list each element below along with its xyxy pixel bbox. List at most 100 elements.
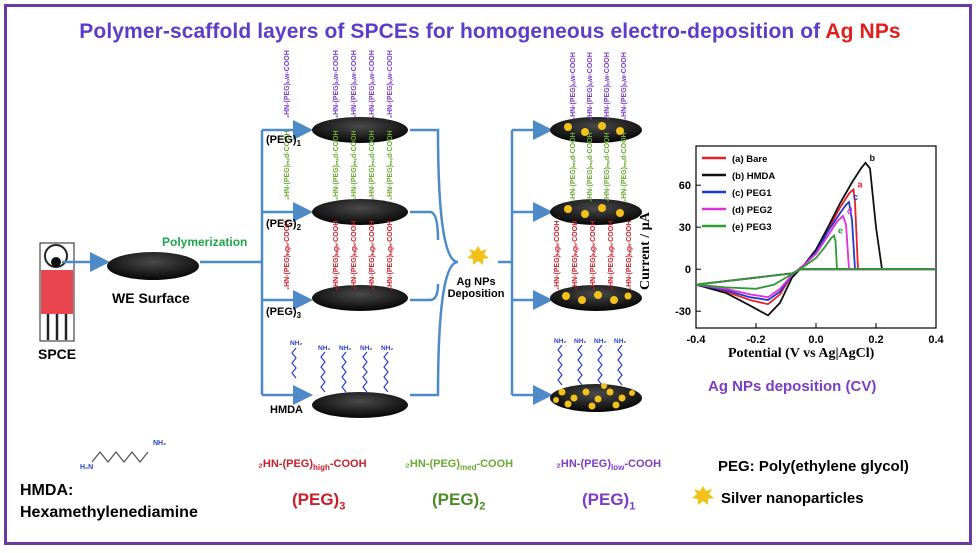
- peg-high-name: (PEG)3: [292, 490, 346, 513]
- spce-label: SPCE: [38, 346, 77, 362]
- peg-low-name: (PEG)1: [582, 490, 636, 513]
- hmda-formula-right: NH₂: [153, 440, 167, 447]
- svg-text:NH₂: NH₂: [614, 338, 626, 345]
- svg-text:₂HN-(PEG)ₕᵢgₕ-COOH: ₂HN-(PEG)ₕᵢgₕ-COOH: [387, 221, 394, 290]
- cv-ylabel: Current / µA: [638, 212, 653, 290]
- disk-peg2: [312, 199, 408, 225]
- svg-text:₂HN-(PEG)ₗₒw-COOH: ₂HN-(PEG)ₗₒw-COOH: [604, 52, 611, 120]
- cv-xlabel: Potential (V vs Ag|AgCl): [728, 346, 875, 361]
- cv-ytick-label: 0: [685, 264, 691, 276]
- peg-med-formula: ₂HN-(PEG)med-COOH: [405, 458, 514, 473]
- svg-text:₂HN-(PEG)ₗₒw-COOH: ₂HN-(PEG)ₗₒw-COOH: [333, 50, 340, 118]
- cv-series-e: [695, 233, 936, 290]
- svg-text:₂HN-(PEG)ₕᵢgₕ-COOH: ₂HN-(PEG)ₕᵢgₕ-COOH: [626, 221, 633, 290]
- svg-text:NH₂: NH₂: [381, 345, 393, 352]
- peg3-label: (PEG)3: [266, 306, 302, 321]
- cv-legend-label: (a) Bare: [732, 154, 767, 165]
- peg1-chains: ₂HN-(PEG)ₗₒw-COOH ₂HN-(PEG)ₗₒw-COOH ₂HN-…: [284, 50, 394, 118]
- svg-text:₂HN-(PEG)ₗₒw-COOH: ₂HN-(PEG)ₗₒw-COOH: [369, 50, 376, 118]
- cv-xtick-label: 0.4: [928, 334, 944, 346]
- title-highlight: Ag NPs: [825, 20, 901, 43]
- cv-series-tag: e: [838, 226, 843, 236]
- ag-np-deposition-icon: [467, 246, 489, 265]
- svg-text:₂HN-(PEG)ₕᵢgₕ-COOH: ₂HN-(PEG)ₕᵢgₕ-COOH: [351, 221, 358, 290]
- svg-text:₂HN-(PEG)ₘₑd-COOH: ₂HN-(PEG)ₘₑd-COOH: [604, 132, 611, 202]
- svg-text:₂HN-(PEG)ₗₒw-COOH: ₂HN-(PEG)ₗₒw-COOH: [284, 50, 291, 118]
- right-peg2-chains: ₂HN-(PEG)ₘₑd-COOH ₂HN-(PEG)ₘₑd-COOH ₂HN-…: [570, 132, 628, 202]
- svg-text:₂HN-(PEG)ₕᵢgₕ-COOH: ₂HN-(PEG)ₕᵢgₕ-COOH: [333, 221, 340, 290]
- svg-text:₂HN-(PEG)ₘₑd-COOH: ₂HN-(PEG)ₘₑd-COOH: [351, 130, 358, 200]
- deposition-label: Ag NPs Deposition: [447, 276, 505, 300]
- we-surface-label: WE Surface: [112, 290, 190, 306]
- peg2-chains: ₂HN-(PEG)ₘₑd-COOH ₂HN-(PEG)ₘₑd-COOH ₂HN-…: [284, 130, 394, 200]
- peg1-label: (PEG)1: [266, 134, 302, 149]
- svg-text:₂HN-(PEG)ₗₒw-COOH: ₂HN-(PEG)ₗₒw-COOH: [387, 50, 394, 118]
- hmda-legend-line2: Hexamethylenediamine: [20, 504, 198, 521]
- svg-text:₂HN-(PEG)ₘₑd-COOH: ₂HN-(PEG)ₘₑd-COOH: [570, 132, 577, 202]
- right-hmda-chains: [557, 344, 623, 386]
- cv-series-tag: c: [853, 192, 858, 202]
- hmda-chains: [291, 347, 389, 393]
- disk-hmda: [312, 392, 408, 418]
- peg2-label: (PEG)2: [266, 218, 302, 233]
- cv-xtick-label: 0.0: [808, 334, 823, 346]
- svg-text:₂HN-(PEG)ₕᵢgₕ-COOH: ₂HN-(PEG)ₕᵢgₕ-COOH: [590, 221, 597, 290]
- silver-np-legend-icon: [692, 486, 714, 505]
- right-peg3-chains: ₂HN-(PEG)ₕᵢgₕ-COOH ₂HN-(PEG)ₕᵢgₕ-COOH ₂H…: [554, 221, 633, 290]
- svg-text:₂HN-(PEG)ₕᵢgₕ-COOH: ₂HN-(PEG)ₕᵢgₕ-COOH: [284, 221, 291, 290]
- disk-peg2-np: [550, 199, 642, 225]
- svg-text:₂HN-(PEG)ₕᵢgₕ-COOH: ₂HN-(PEG)ₕᵢgₕ-COOH: [608, 221, 615, 290]
- svg-text:₂HN-(PEG)ₕᵢgₕ-COOH: ₂HN-(PEG)ₕᵢgₕ-COOH: [369, 221, 376, 290]
- svg-text:NH₂: NH₂: [318, 345, 330, 352]
- svg-text:₂HN-(PEG)ₗₒw-COOH: ₂HN-(PEG)ₗₒw-COOH: [351, 50, 358, 118]
- cv-series-tag: a: [858, 179, 864, 189]
- cv-ytick-label: 60: [679, 180, 691, 192]
- cv-ytick-label: -30: [675, 306, 691, 318]
- cv-legend-label: (c) PEG1: [732, 188, 772, 199]
- cv-legend-label: (b) HMDA: [732, 171, 775, 182]
- svg-text:₂HN-(PEG)ₗₒw-COOH: ₂HN-(PEG)ₗₒw-COOH: [570, 52, 577, 120]
- cv-ytick-label: 30: [679, 222, 691, 234]
- cv-series-tag: d: [847, 206, 853, 216]
- svg-text:₂HN-(PEG)ₘₑd-COOH: ₂HN-(PEG)ₘₑd-COOH: [369, 130, 376, 200]
- svg-text:₂HN-(PEG)ₕᵢgₕ-COOH: ₂HN-(PEG)ₕᵢgₕ-COOH: [572, 221, 579, 290]
- peg-low-formula: ₂HN-(PEG)low-COOH: [556, 458, 662, 473]
- cv-xtick-label: 0.2: [868, 334, 883, 346]
- hmda-nh2-labels: NH₂ NH₂ NH₂ NH₂ NH₂: [290, 340, 393, 352]
- right-peg1-chains: ₂HN-(PEG)ₗₒw-COOH ₂HN-(PEG)ₗₒw-COOH ₂HN-…: [570, 52, 628, 120]
- disk-peg3: [312, 285, 408, 311]
- cv-series-tag: b: [870, 153, 876, 163]
- svg-text:₂HN-(PEG)ₘₑd-COOH: ₂HN-(PEG)ₘₑd-COOH: [587, 132, 594, 202]
- svg-text:₂HN-(PEG)ₘₑd-COOH: ₂HN-(PEG)ₘₑd-COOH: [387, 130, 394, 200]
- peg3-chains: ₂HN-(PEG)ₕᵢgₕ-COOH ₂HN-(PEG)ₕᵢgₕ-COOH ₂H…: [284, 221, 394, 290]
- spce-electrode: [39, 242, 75, 342]
- cv-legend-label: (e) PEG3: [732, 222, 772, 233]
- svg-text:₂HN-(PEG)ₘₑd-COOH: ₂HN-(PEG)ₘₑd-COOH: [284, 130, 291, 200]
- cv-series-c: [695, 200, 936, 301]
- outer-frame: [4, 4, 972, 545]
- disk-peg1: [312, 117, 408, 143]
- cv-caption: Ag NPs deposition (CV): [708, 378, 877, 395]
- hmda-formula-left: H₂N: [80, 464, 94, 471]
- svg-text:NH₂: NH₂: [574, 338, 586, 345]
- svg-text:₂HN-(PEG)ₕᵢgₕ-COOH: ₂HN-(PEG)ₕᵢgₕ-COOH: [554, 221, 561, 290]
- figure-title: Polymer-scaffold layers of SPCEs for hom…: [0, 20, 980, 44]
- silver-np-legend-label: Silver nanoparticles: [721, 490, 864, 507]
- svg-text:₂HN-(PEG)ₗₒw-COOH: ₂HN-(PEG)ₗₒw-COOH: [587, 52, 594, 120]
- svg-text:₂HN-(PEG)ₘₑd-COOH: ₂HN-(PEG)ₘₑd-COOH: [621, 132, 628, 202]
- hmda-label: HMDA: [270, 404, 303, 416]
- svg-text:NH₂: NH₂: [554, 338, 566, 345]
- polymerization-label: Polymerization: [162, 235, 248, 249]
- svg-text:₂HN-(PEG)ₗₒw-COOH: ₂HN-(PEG)ₗₒw-COOH: [621, 52, 628, 120]
- svg-text:NH₂: NH₂: [290, 340, 302, 347]
- peg-definition: PEG: Poly(ethylene glycol): [718, 458, 909, 475]
- right-hmda-nh2-labels: NH₂ NH₂ NH₂ NH₂: [554, 338, 626, 345]
- we-surface-disk: [107, 252, 199, 280]
- svg-text:NH₂: NH₂: [594, 338, 606, 345]
- peg-high-formula: ₂HN-(PEG)high-COOH: [258, 458, 367, 473]
- branch-arrows: [200, 120, 553, 405]
- cv-xtick-label: -0.2: [747, 334, 766, 346]
- peg-med-name: (PEG)2: [432, 490, 486, 513]
